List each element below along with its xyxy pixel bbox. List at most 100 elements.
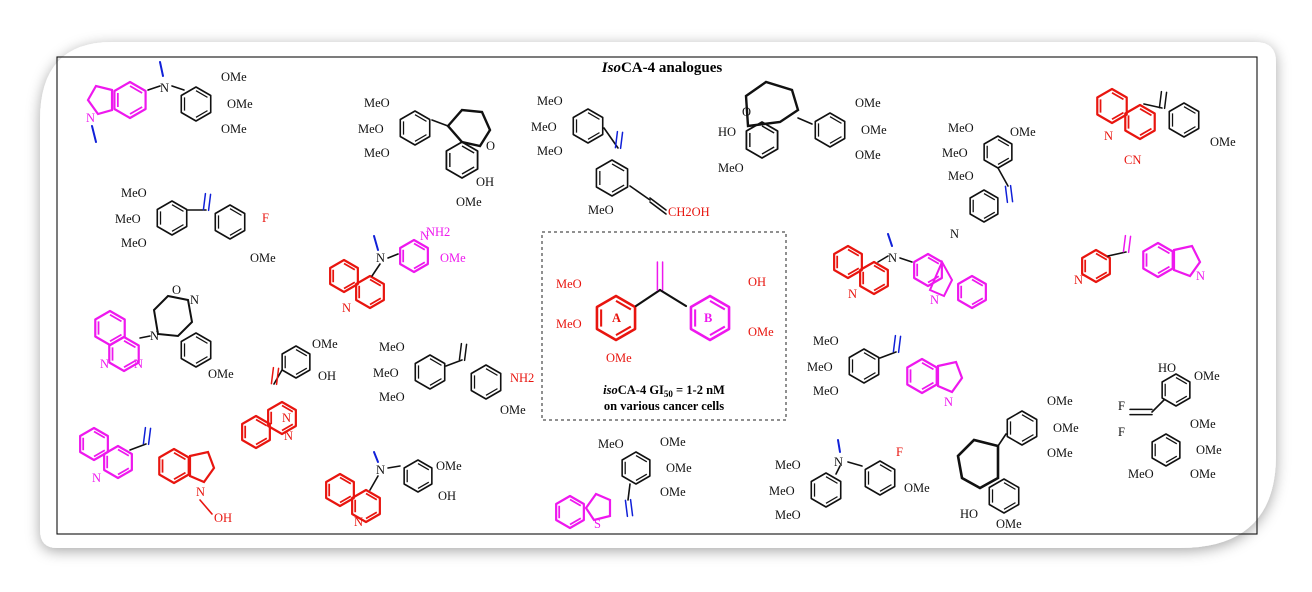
n-label: N: [376, 251, 385, 265]
n-label: N: [342, 301, 351, 315]
ome-label: OMe: [440, 251, 466, 265]
lead-compound-box: [541, 231, 787, 421]
ome-label: OMe: [660, 485, 686, 499]
meo-label: MeO: [769, 484, 795, 498]
oh-label: OH: [748, 275, 766, 289]
ome-label: OMe: [1210, 135, 1236, 149]
ring-a-label: A: [612, 311, 621, 325]
n-label: N: [354, 515, 363, 529]
ome-label: OMe: [1194, 369, 1220, 383]
n-label: N: [86, 111, 95, 125]
n-label: N: [100, 357, 109, 371]
f-label: F: [1118, 399, 1125, 413]
meo-label: MeO: [942, 146, 968, 160]
meo-label: MeO: [588, 203, 614, 217]
n-label: N: [376, 463, 385, 477]
ch2oh-label: CH2OH: [668, 205, 710, 219]
meo-label: MeO: [948, 121, 974, 135]
n-label: N: [284, 429, 293, 443]
ome-label: OMe: [312, 337, 338, 351]
ome-label: OMe: [748, 325, 774, 339]
n-label: N: [888, 251, 897, 265]
ome-label: OMe: [1190, 467, 1216, 481]
ome-label: OMe: [250, 251, 276, 265]
molecule-quinoline-nitrile: N CN OMe: [1096, 87, 1236, 167]
ome-label: OMe: [221, 70, 247, 84]
ho-label: HO: [1158, 361, 1176, 375]
ome-label: OMe: [996, 517, 1022, 531]
molecule-quinoline-carbazole: N N N: [833, 233, 987, 310]
cn-label: CN: [1124, 153, 1141, 167]
o-label: O: [486, 139, 495, 153]
n-label: N: [848, 287, 857, 301]
meo-label: MeO: [121, 236, 147, 250]
meo-label: MeO: [537, 94, 563, 108]
molecule-fluoro: MeO MeO MeO F OMe: [115, 186, 276, 265]
figure-title: IsoCA-4 analogues: [601, 60, 723, 76]
ome-label: OMe: [1047, 446, 1073, 460]
meo-label: MeO: [364, 146, 390, 160]
oh-label: OH: [214, 511, 232, 525]
meo-label: MeO: [115, 212, 141, 226]
frame-card: [40, 42, 1276, 548]
meo-label: MeO: [358, 122, 384, 136]
meo-label: MeO: [373, 366, 399, 380]
ome-label: OMe: [855, 148, 881, 162]
ome-label: OMe: [436, 459, 462, 473]
ome-label: OMe: [1010, 125, 1036, 139]
meo-label: MeO: [556, 317, 582, 331]
meo-label: MeO: [948, 169, 974, 183]
meo-label: MeO: [598, 437, 624, 451]
n-label: N: [196, 485, 205, 499]
meo-label: MeO: [379, 390, 405, 404]
meo-label: MeO: [718, 161, 744, 175]
ome-label: OMe: [1047, 394, 1073, 408]
n-label: N: [1104, 129, 1113, 143]
meo-label: MeO: [775, 458, 801, 472]
f-label: F: [1118, 425, 1125, 439]
ome-label: OMe: [666, 461, 692, 475]
meo-label: MeO: [364, 96, 390, 110]
f-label: F: [262, 211, 269, 225]
nh2-label: NH2: [426, 225, 450, 239]
n-label: N: [930, 293, 939, 307]
ome-label: OMe: [500, 403, 526, 417]
n-label: N: [1196, 269, 1205, 283]
meo-label: MeO: [537, 144, 563, 158]
oh-label: OH: [438, 489, 456, 503]
o-label: O: [172, 283, 181, 297]
meo-label: MeO: [556, 277, 582, 291]
ome-label: OMe: [456, 195, 482, 209]
ome-label: OMe: [855, 96, 881, 110]
inner-border: [56, 56, 1258, 535]
n-label: N: [420, 229, 429, 243]
s-label: S: [594, 517, 601, 531]
meo-label: MeO: [121, 186, 147, 200]
n-label: N: [950, 227, 959, 241]
lead-cells-line: on various cancer cells: [604, 399, 724, 413]
n-label: N: [1074, 273, 1083, 287]
ho-label: HO: [718, 125, 736, 139]
meo-label: MeO: [813, 384, 839, 398]
f-label: F: [896, 445, 903, 459]
n-label: N: [190, 293, 199, 307]
n-label: N: [282, 411, 291, 425]
n-label: N: [944, 395, 953, 409]
